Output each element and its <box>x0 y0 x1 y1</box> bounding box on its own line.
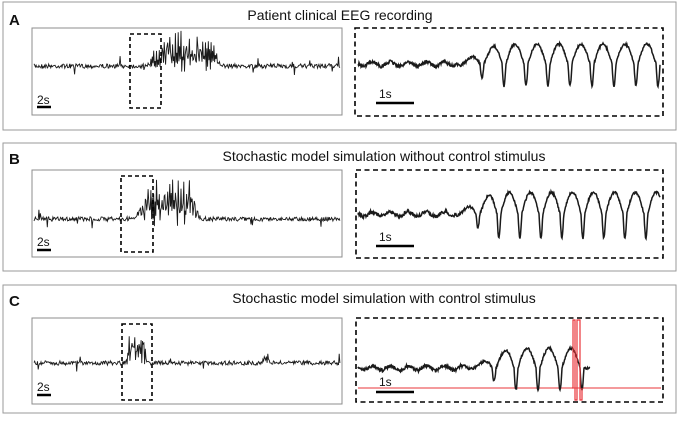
panel-c-overview-trace <box>33 336 341 372</box>
panel-a-overview-trace <box>33 30 341 76</box>
panel-b-title: Stochastic model simulation without cont… <box>223 148 546 164</box>
panel-a-title: Patient clinical EEG recording <box>247 7 432 23</box>
panel-a-overview-scale-label: 2s <box>37 93 50 107</box>
panel-c-zoom-box <box>355 317 664 403</box>
panel-c-overview-scale-label: 2s <box>37 380 50 394</box>
panel-a: A Patient clinical EEG recording 2s 1s <box>2 1 677 131</box>
panel-c-stimulus-pulse <box>572 319 583 401</box>
panel-a-letter: A <box>9 12 20 29</box>
panel-c-zoom-scale-label: 1s <box>379 375 392 389</box>
panel-c: C Stochastic model simulation with contr… <box>2 284 677 414</box>
panel-b: B Stochastic model simulation without co… <box>2 142 677 272</box>
panel-c-selection-box <box>121 323 153 401</box>
panel-c-overview-box <box>31 317 343 405</box>
panel-b-zoom-scale-label: 1s <box>379 230 392 244</box>
panel-c-frame <box>2 284 677 414</box>
panel-a-zoom-trace <box>357 40 661 90</box>
panel-b-zoom-box <box>355 169 664 259</box>
panel-b-overview-scale-label: 2s <box>37 235 50 249</box>
panel-c-letter: C <box>9 293 20 310</box>
panel-b-zoom-trace <box>357 188 661 241</box>
panel-b-letter: B <box>9 151 20 168</box>
panel-b-overview-box <box>31 169 343 258</box>
panel-b-frame <box>2 142 677 272</box>
panel-c-title: Stochastic model simulation with control… <box>232 290 535 306</box>
panel-a-zoom-scale-label: 1s <box>379 87 392 101</box>
panel-a-frame <box>2 1 677 131</box>
panel-c-zoom-trace <box>357 344 591 393</box>
panel-a-overview-box <box>31 27 343 116</box>
panel-b-selection-box <box>120 175 154 253</box>
panel-a-selection-box <box>129 33 162 109</box>
panel-b-overview-trace <box>33 179 341 229</box>
panel-a-zoom-box <box>354 27 664 117</box>
